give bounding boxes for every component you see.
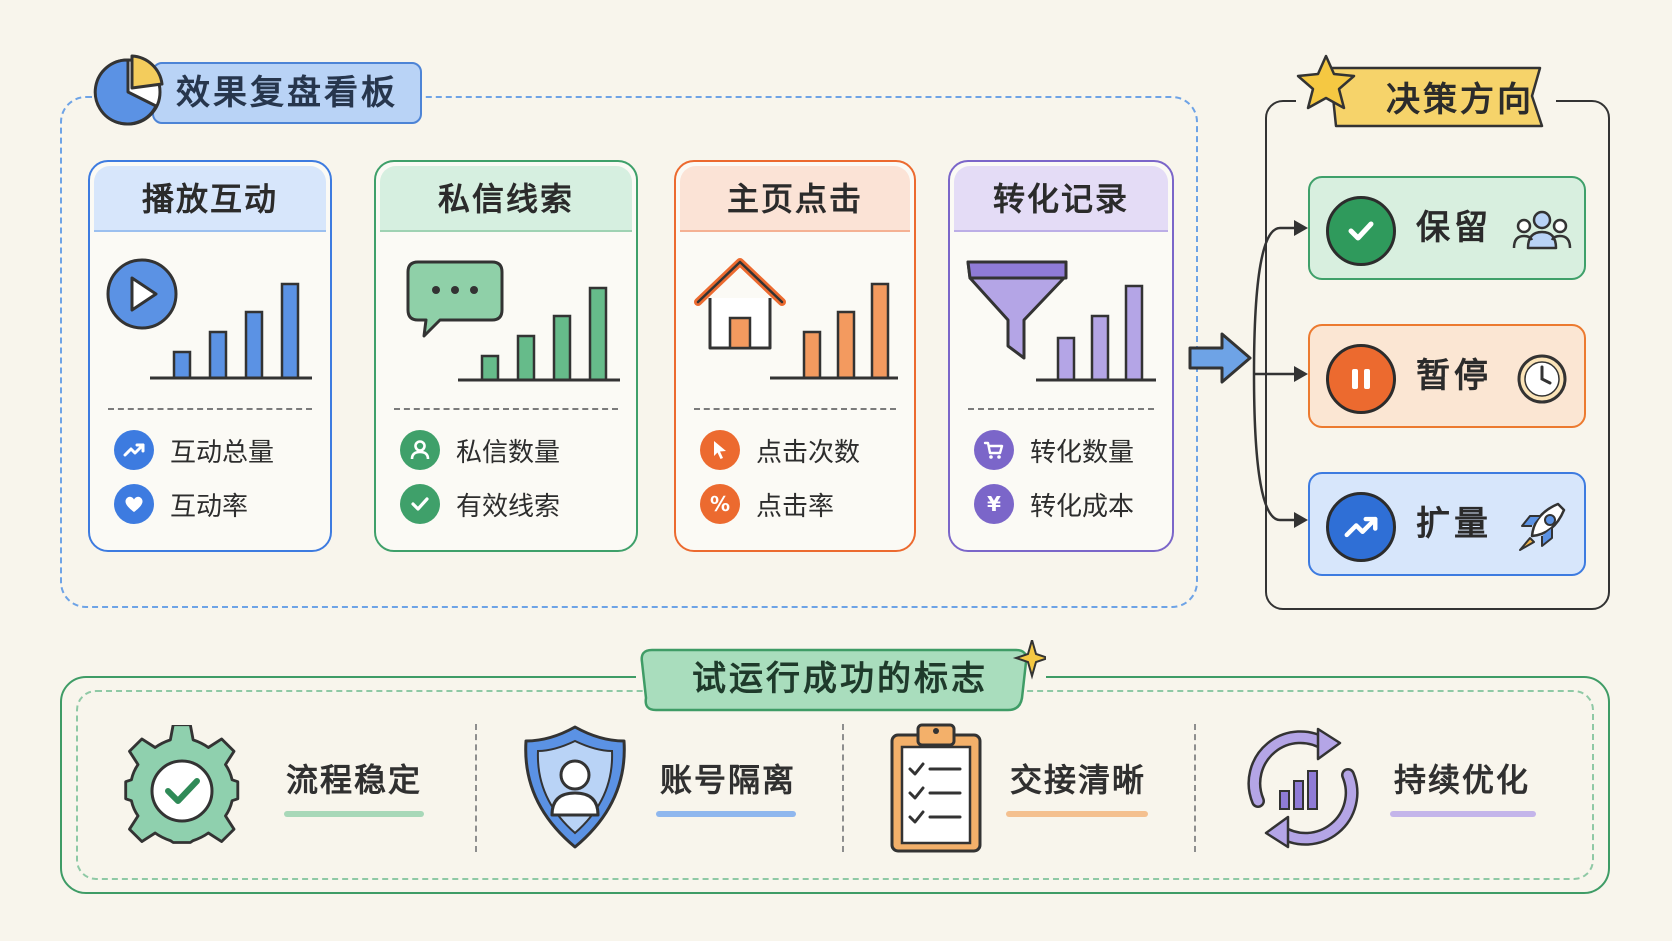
metric-label: 互动总量: [170, 437, 275, 468]
heart-icon: [114, 484, 154, 524]
person-icon: [400, 430, 440, 470]
dashboard-header: 效果复盘看板: [88, 50, 438, 130]
metric-label: 点击次数: [756, 437, 861, 468]
card-divider: [394, 408, 618, 410]
branch-connector: [1252, 220, 1308, 528]
underline: [1006, 811, 1148, 817]
success-item-stable-process: 流程稳定: [120, 715, 460, 865]
metric-row: 互动总量: [114, 428, 274, 472]
separator: [475, 724, 477, 852]
bar-chart-icon: [802, 282, 890, 380]
underline: [1390, 811, 1536, 817]
house-icon: [694, 258, 786, 350]
percent-icon: %: [700, 484, 740, 524]
decision-title-banner: [1296, 48, 1556, 138]
arrow-right-icon: [1188, 332, 1252, 384]
dashboard-title-banner: [152, 62, 422, 124]
separator: [1194, 724, 1196, 852]
success-title-banner: [636, 640, 1046, 712]
decision-label: 暂停: [1416, 356, 1492, 396]
rocket-icon: [1519, 502, 1566, 551]
trend-circle-icon: [1326, 492, 1396, 562]
card-title: 播放互动: [94, 166, 326, 232]
bar-chart-icon: [172, 282, 300, 380]
card-title: 私信线索: [380, 166, 632, 232]
card-divider: [694, 408, 896, 410]
success-item-clear-handoff: 交接清晰: [888, 715, 1208, 865]
check-circle-icon: [1326, 196, 1396, 266]
card-title: 主页点击: [680, 166, 910, 232]
card-title: 转化记录: [954, 166, 1168, 232]
cycle-chart-icon: [1247, 727, 1359, 849]
success-label: 持续优化: [1394, 761, 1531, 799]
check-icon: [400, 484, 440, 524]
metric-label: 转化数量: [1030, 437, 1135, 468]
card-illustration: [106, 258, 312, 380]
cursor-icon: [700, 430, 740, 470]
metric-label: 点击率: [756, 491, 835, 522]
shield-user-icon: [524, 725, 626, 849]
card-illustration: [406, 260, 620, 382]
decision-option-scale-up[interactable]: 扩量: [1308, 472, 1586, 576]
pie-chart-icon: [93, 54, 164, 126]
card-conversion-records: 转化记录 转化数量 ¥ 转化成本: [948, 160, 1174, 552]
card-illustration: [694, 258, 898, 380]
underline: [284, 811, 424, 817]
decision-option-keep[interactable]: 保留: [1308, 176, 1586, 280]
metric-row: ¥ 转化成本: [974, 482, 1134, 526]
card-divider: [968, 408, 1154, 410]
decision-option-pause[interactable]: 暂停: [1308, 324, 1586, 428]
yen-icon: ¥: [974, 484, 1014, 524]
card-divider: [108, 408, 312, 410]
pause-circle-icon: [1326, 344, 1396, 414]
metric-label: 互动率: [170, 491, 249, 522]
play-icon: [106, 258, 178, 330]
decision-label: 保留: [1416, 208, 1492, 248]
separator: [842, 724, 844, 852]
success-title: 试运行成功的标志: [692, 659, 988, 699]
decision-label: 扩量: [1416, 504, 1492, 544]
clock-icon: [1517, 354, 1567, 404]
metric-row: % 点击率: [700, 482, 834, 526]
card-homepage-clicks: 主页点击 点击次数 % 点击率: [674, 160, 916, 552]
bar-chart-icon: [1056, 284, 1144, 382]
gear-check-icon: [124, 725, 240, 844]
success-item-continuous-optimization: 持续优化: [1238, 715, 1578, 865]
metric-row: 点击次数: [700, 428, 860, 472]
trend-up-icon: [114, 430, 154, 470]
dashboard-title: 效果复盘看板: [176, 73, 398, 113]
chat-bubble-icon: [406, 260, 504, 338]
people-icon: [1512, 210, 1572, 250]
decision-title: 决策方向: [1386, 80, 1534, 120]
metric-row: 互动率: [114, 482, 248, 526]
metric-row: 转化数量: [974, 428, 1134, 472]
success-item-account-isolation: 账号隔离: [520, 715, 840, 865]
bar-chart-icon: [480, 286, 608, 382]
underline: [656, 811, 796, 817]
cart-icon: [974, 430, 1014, 470]
card-private-message-leads: 私信线索 私信数量 有效线索: [374, 160, 638, 552]
card-playback-interaction: 播放互动 互动总量 互动率: [88, 160, 332, 552]
success-label: 交接清晰: [1010, 761, 1147, 799]
success-label: 流程稳定: [286, 761, 423, 799]
metric-label: 转化成本: [1030, 491, 1135, 522]
card-illustration: [966, 260, 1156, 382]
success-label: 账号隔离: [660, 761, 797, 799]
metric-row: 私信数量: [400, 428, 560, 472]
metric-row: 有效线索: [400, 482, 560, 526]
funnel-icon: [966, 260, 1068, 360]
clipboard-icon: [890, 723, 982, 853]
metric-label: 私信数量: [456, 437, 561, 468]
star-icon: [1296, 54, 1356, 110]
metric-label: 有效线索: [456, 491, 561, 522]
